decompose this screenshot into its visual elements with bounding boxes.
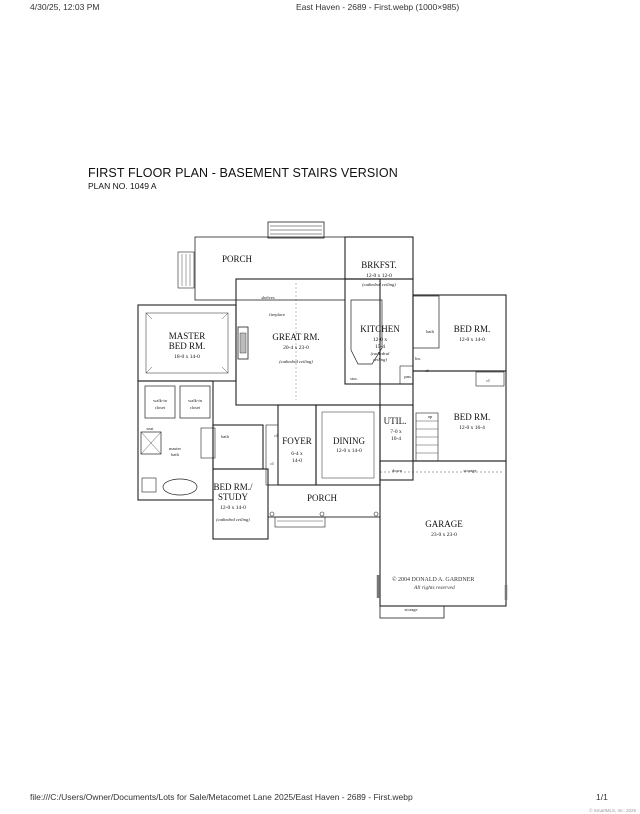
master-shower: [140, 431, 162, 455]
study-label-2: STUDY: [218, 492, 249, 502]
plan-title: FIRST FLOOR PLAN - BASEMENT STAIRS VERSI…: [88, 166, 398, 180]
bedroom-ne-bath: [412, 295, 440, 349]
study-outline: [212, 468, 269, 540]
utility-dims-2: 10-4: [391, 436, 401, 442]
great-room-outline: [235, 278, 381, 406]
porch-side-steps: [177, 251, 195, 289]
master-label-2: BED RM.: [169, 341, 206, 351]
walkin-label-2b: closet: [190, 405, 201, 410]
study-note: (cathedral ceiling): [216, 517, 250, 522]
copyright-line-1: © 2004 DONALD A. GARDNER: [392, 576, 474, 583]
plan-number: PLAN NO. 1049 A: [88, 181, 157, 191]
print-datetime: 4/30/25, 12:03 PM: [30, 2, 100, 12]
utility-label: UTIL.: [384, 416, 407, 426]
hall-bath-outline: [212, 424, 264, 470]
linen-label: lin.: [415, 356, 421, 361]
great-room-label: GREAT RM.: [272, 332, 319, 342]
bedroom-e-label: BED RM.: [454, 412, 491, 422]
walkin-closet-2: [179, 385, 211, 419]
copyright-line-2: All rights reserved: [413, 585, 455, 591]
foyer-closet-label: cl: [270, 461, 274, 466]
dining-label: DINING: [333, 436, 365, 446]
walkin-label-2a: walk-in: [188, 398, 202, 403]
porch-front-steps: [274, 516, 326, 528]
file-path: file:///C:/Users/Owner/Documents/Lots fo…: [30, 792, 413, 802]
porch-steps: [267, 221, 325, 239]
kitchen-note-1: (cathedral: [371, 351, 390, 356]
garage-storage: [379, 605, 445, 619]
stairs-down-label: down: [392, 468, 403, 473]
dining-tray-ceiling: [321, 411, 375, 479]
walkin-label-1b: closet: [155, 405, 166, 410]
brkfst-label: BRKFST.: [361, 260, 397, 270]
foyer-label: FOYER: [282, 436, 312, 446]
bedroom-ne-label: BED RM.: [454, 324, 491, 334]
foyer-dims-2: 14-0: [292, 458, 302, 464]
garage-storage-label-top: storage: [464, 468, 477, 473]
seat-label: seat: [147, 426, 155, 431]
brkfst-note: (cathedral ceiling): [362, 282, 396, 287]
great-room-note: (cathedral ceiling): [279, 359, 313, 364]
pantry-label: pan.: [404, 374, 412, 379]
fireplace-label: fireplace: [269, 312, 285, 317]
porch-front-label: PORCH: [307, 493, 338, 503]
master-label-1: MASTER: [169, 331, 206, 341]
master-dims: 18-0 x 14-0: [174, 354, 200, 360]
page-number: 1/1: [596, 792, 608, 802]
walkin-closet-1: [144, 385, 176, 419]
porch-top-label: PORCH: [222, 254, 253, 264]
storage-small-label: stor.: [350, 376, 358, 381]
bedroom-ne-dims: 12-0 x 14-0: [459, 337, 485, 343]
walkin-label-1a: walk-in: [153, 398, 167, 403]
dining-dims: 12-0 x 14-0: [336, 448, 362, 454]
bedroom-e-closet: [475, 371, 505, 387]
bedroom-ne-closet-label: cl: [425, 368, 429, 373]
bedroom-e-dims: 12-0 x 16-4: [459, 425, 485, 431]
kitchen-label: KITCHEN: [360, 324, 400, 334]
garage-storage-label-bottom: storage: [405, 607, 418, 612]
stairs-up-label: up: [428, 414, 433, 419]
kitchen-dims-1: 12-0 x: [373, 337, 387, 343]
porch-top-outline: [194, 236, 346, 301]
great-room-dims: 20-4 x 23-0: [283, 345, 309, 351]
garage-label: GARAGE: [425, 519, 463, 529]
utility-dims-1: 7-0 x: [390, 429, 402, 435]
garage-dims: 23-0 x 23-0: [431, 532, 457, 538]
hall-bath-label: bath: [221, 434, 229, 439]
study-label-1: BED RM./: [213, 482, 253, 492]
watermark: © SmartMLS, Inc. 2025: [589, 808, 636, 813]
print-document-title: East Haven - 2689 - First.webp (1000×985…: [296, 2, 460, 12]
brkfst-dims: 12-0 x 12-0: [366, 273, 392, 279]
kitchen-island: [350, 299, 383, 365]
foyer-dims-1: 6-4 x: [291, 451, 303, 457]
master-tub: [162, 478, 198, 496]
kitchen-dims-2: 15-4: [375, 344, 385, 350]
master-bath-label-1: master: [169, 446, 181, 451]
bedroom-ne-bath-label: bath: [426, 329, 434, 334]
shelves-label: shelves: [261, 295, 274, 300]
kitchen-note-2: ceiling): [373, 357, 387, 362]
bedroom-e-closet-label: cl: [486, 378, 490, 383]
master-bath-label-2: bath: [171, 452, 179, 457]
foyer-closet-label-2: cl: [274, 433, 278, 438]
study-dims: 12-0 x 14-0: [220, 505, 246, 511]
master-tray-ceiling: [145, 312, 229, 374]
